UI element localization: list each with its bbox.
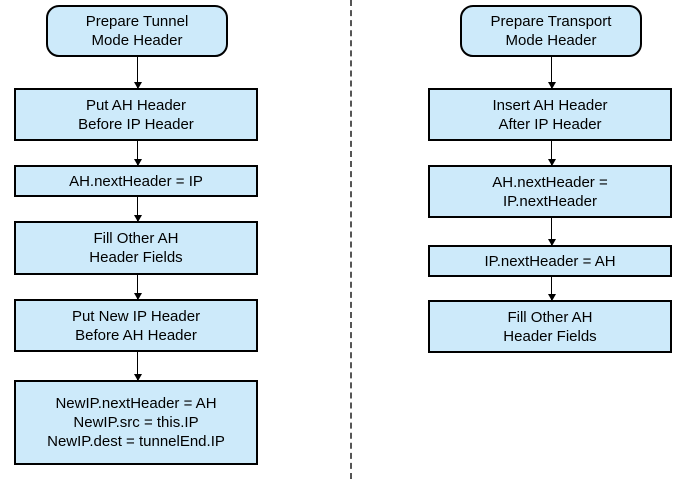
arrow-tunnel-5 [134, 352, 142, 381]
node-transport-step-4[interactable]: Fill Other AH Header Fields [428, 300, 672, 353]
arrow-transport-2 [548, 141, 556, 166]
node-transport-step-2[interactable]: AH.nextHeader = IP.nextHeader [428, 165, 672, 218]
arrow-tunnel-3 [134, 197, 142, 222]
node-transport-start[interactable]: Prepare Transport Mode Header [460, 5, 642, 57]
arrow-tunnel-1 [134, 57, 142, 89]
node-tunnel-step-1[interactable]: Put AH Header Before IP Header [14, 88, 258, 141]
arrow-transport-1 [548, 57, 556, 89]
node-tunnel-step-4[interactable]: Put New IP Header Before AH Header [14, 299, 258, 352]
arrow-transport-3 [548, 218, 556, 246]
vertical-dashed-divider [350, 0, 352, 479]
node-tunnel-step-5[interactable]: NewIP.nextHeader = AH NewIP.src = this.I… [14, 380, 258, 465]
arrow-tunnel-2 [134, 141, 142, 166]
node-tunnel-start[interactable]: Prepare Tunnel Mode Header [46, 5, 228, 57]
node-transport-step-3[interactable]: IP.nextHeader = AH [428, 245, 672, 277]
arrow-transport-4 [548, 277, 556, 301]
arrow-tunnel-4 [134, 275, 142, 300]
node-tunnel-step-2[interactable]: AH.nextHeader = IP [14, 165, 258, 197]
node-tunnel-step-3[interactable]: Fill Other AH Header Fields [14, 221, 258, 275]
node-transport-step-1[interactable]: Insert AH Header After IP Header [428, 88, 672, 141]
